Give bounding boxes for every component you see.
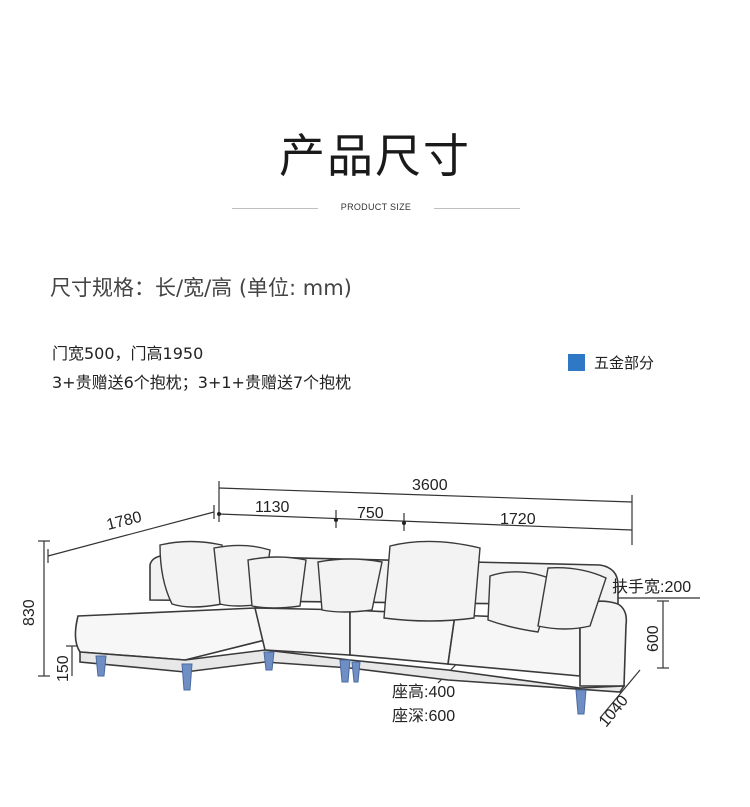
- dim-height: 830: [21, 599, 38, 626]
- hardware-swatch: [568, 354, 585, 371]
- subtitle-rule-right: [434, 208, 520, 209]
- subtitle-block: PRODUCT SIZE: [232, 200, 520, 216]
- subtitle-rule-left: [232, 208, 318, 209]
- dim-armrest-height: 600: [645, 625, 662, 652]
- subtitle: PRODUCT SIZE: [340, 202, 412, 212]
- dim-seg1: 1130: [255, 499, 290, 516]
- note-door-size: 门宽500，门高1950: [52, 344, 204, 363]
- dim-total-length: 3600: [412, 477, 448, 494]
- dim-seg3: 1720: [500, 511, 536, 528]
- dimension-lines: [38, 481, 700, 719]
- dim-chaise-length: 1780: [105, 509, 144, 534]
- dim-seat-depth: 座深:600: [392, 707, 455, 725]
- dim-seg2: 750: [357, 505, 384, 522]
- spec-heading: 尺寸规格：长/宽/高 (单位: mm): [50, 276, 352, 300]
- legend: 五金部分: [568, 352, 654, 373]
- note-pillows: 3+贵赠送6个抱枕；3+1+贵赠送7个抱枕: [52, 373, 352, 392]
- page-title: 产品尺寸: [279, 129, 471, 183]
- dim-leg-height: 150: [55, 655, 72, 682]
- dim-seat-height: 座高:400: [392, 683, 455, 701]
- dim-depth: 1040: [596, 692, 632, 730]
- pillows: [159, 540, 607, 633]
- legend-label: 五金部分: [594, 354, 655, 372]
- sofa-dimension-drawing: 3600 1130 750 1720 1780 830 150 600 1040…: [21, 477, 700, 731]
- hardware-legs: [95, 651, 587, 715]
- dim-armrest-width: 扶手宽:200: [612, 578, 691, 596]
